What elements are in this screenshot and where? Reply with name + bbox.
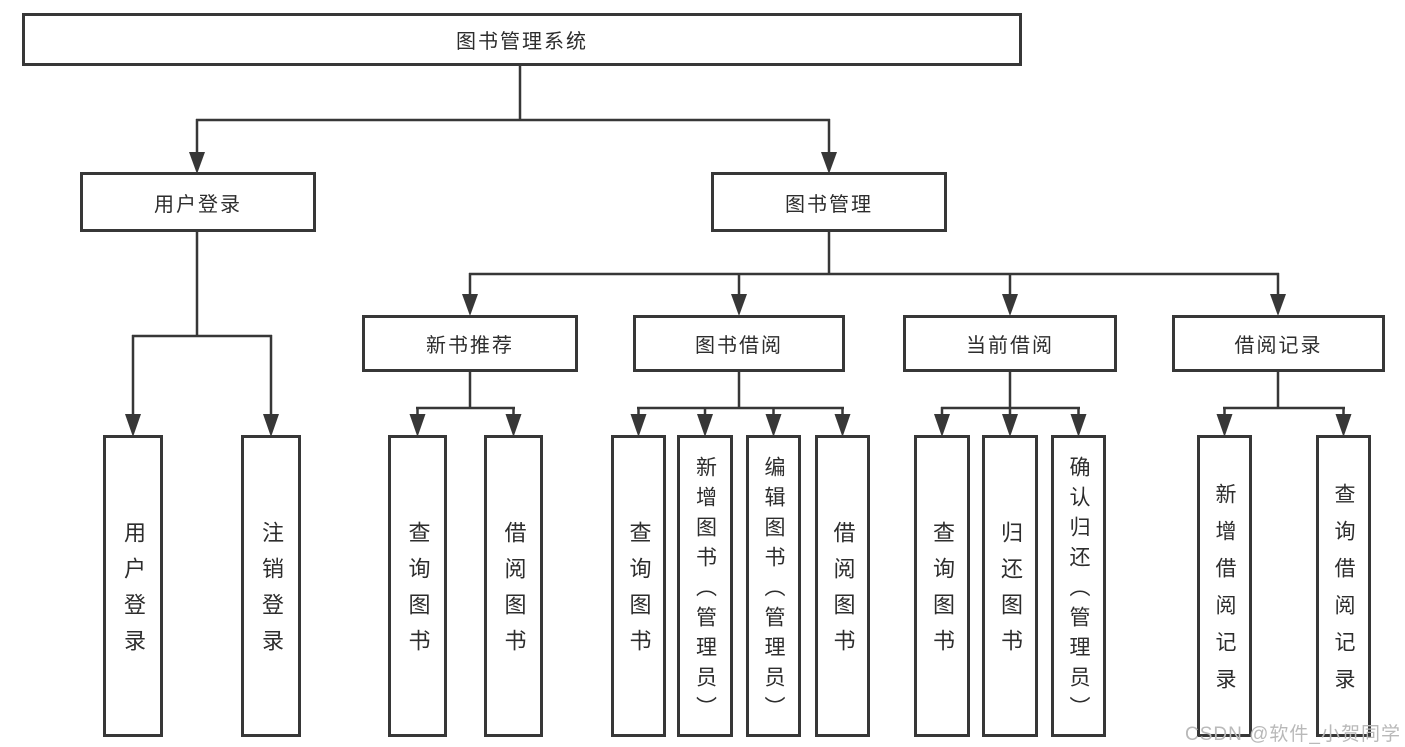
leaf-borrow-books-2: 借阅图书 <box>815 435 870 737</box>
leaf-logout: 注销登录 <box>241 435 301 737</box>
leaf-search-books-2: 查询图书 <box>611 435 666 737</box>
leaf-search-books-3: 查询图书 <box>914 435 970 737</box>
leaf-user-login: 用户登录 <box>103 435 163 737</box>
leaf-add-book-admin: 新增图书（管理员） <box>677 435 733 737</box>
node-label: 编辑图书（管理员） <box>762 455 785 726</box>
node-new-book-recommend: 新书推荐 <box>362 315 578 372</box>
node-label: 当前借阅 <box>966 335 1054 357</box>
leaf-edit-book-admin: 编辑图书（管理员） <box>746 435 801 737</box>
node-root-library-system: 图书管理系统 <box>22 13 1022 66</box>
leaf-search-books-1: 查询图书 <box>388 435 447 737</box>
node-book-borrow: 图书借阅 <box>633 315 845 372</box>
node-user-login: 用户登录 <box>80 172 316 232</box>
node-label: 借阅图书 <box>501 521 527 665</box>
leaf-add-borrow-record: 新增借阅记录 <box>1197 435 1252 737</box>
node-label: 用户登录 <box>154 193 242 216</box>
leaf-search-borrow-record: 查询借阅记录 <box>1316 435 1371 737</box>
leaf-borrow-books-1: 借阅图书 <box>484 435 543 737</box>
node-label: 注销登录 <box>259 521 284 665</box>
node-label: 图书管理系统 <box>456 31 588 53</box>
node-label: 查询图书 <box>626 521 652 665</box>
leaf-return-book: 归还图书 <box>982 435 1038 737</box>
node-label: 查询图书 <box>930 521 955 665</box>
node-label: 确认归还（管理员） <box>1067 455 1090 726</box>
node-label: 借阅图书 <box>830 521 856 665</box>
node-label: 新增借阅记录 <box>1213 483 1236 705</box>
node-current-borrow: 当前借阅 <box>903 315 1117 372</box>
node-book-management: 图书管理 <box>711 172 947 232</box>
node-label: 图书借阅 <box>695 335 783 357</box>
leaf-confirm-return-admin: 确认归还（管理员） <box>1051 435 1106 737</box>
node-label: 用户登录 <box>121 521 146 665</box>
node-label: 查询借阅记录 <box>1332 483 1355 705</box>
node-label: 图书管理 <box>785 193 873 216</box>
node-label: 新增图书（管理员） <box>693 455 717 726</box>
node-label: 借阅记录 <box>1234 335 1323 357</box>
csdn-watermark: CSDN @软件_小贺同学 <box>1185 724 1401 745</box>
node-label: 新书推荐 <box>426 335 514 357</box>
node-borrow-records: 借阅记录 <box>1172 315 1385 372</box>
node-label: 查询图书 <box>405 521 431 665</box>
node-label: 归还图书 <box>998 521 1023 665</box>
